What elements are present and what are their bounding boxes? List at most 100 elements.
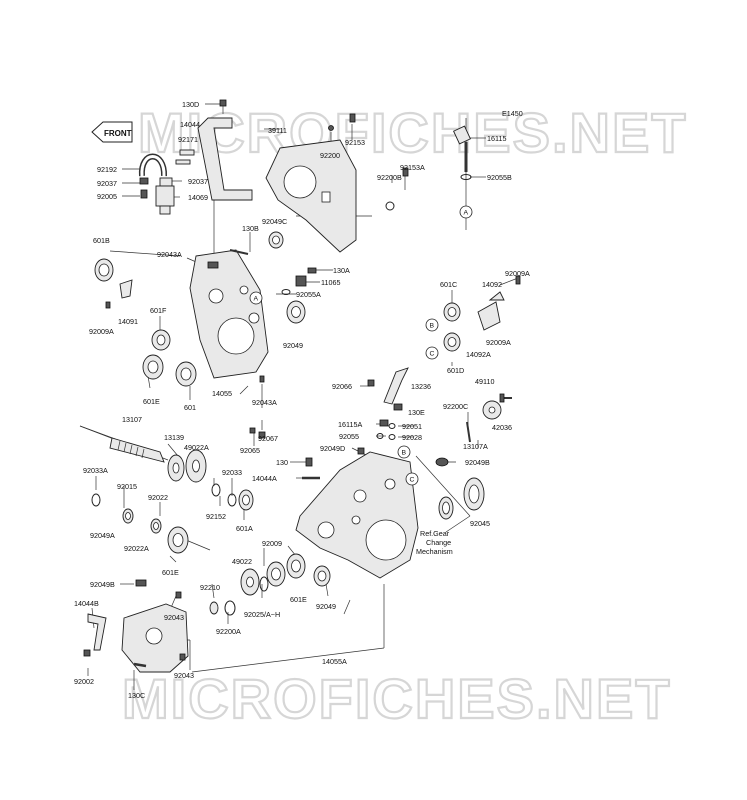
label-92028: 92028 [402,433,422,442]
seal-601d [443,332,461,352]
watermark-top: MICROFICHES.NET [138,101,688,164]
label-14044a: 14044A [252,474,277,483]
rings-92033-92152 [211,483,237,507]
diagram-code: E1450 [502,109,523,118]
label-92153: 92153 [345,138,365,147]
label-92049c: 92049C [262,217,287,226]
cover-bottom [121,579,189,673]
label-601c: 601C [440,280,457,289]
label-92015: 92015 [117,482,137,491]
label-130d: 130D [182,100,199,109]
bearing-92049 [286,300,306,324]
lever-13236 [367,367,409,411]
label-130a: 130A [333,266,350,275]
bolt-130b [229,249,249,255]
dipstick-16115 [453,125,472,180]
label-14055a: 14055A [322,657,347,666]
label-601e-a: 601E [143,397,160,406]
bearing-601e-b [167,526,189,554]
callout-b-2: B [397,445,411,459]
label-92152: 92152 [206,512,226,521]
label-14055: 14055 [212,389,232,398]
svg-text:A: A [464,210,469,217]
seal-601c [443,302,461,322]
rings-92033a-92015 [91,493,162,534]
svg-text:C: C [410,477,415,484]
label-92025: 92025/A~H [244,610,280,619]
label-14069: 14069 [188,193,208,202]
label-49110: 49110 [475,377,494,386]
label-92210: 92210 [200,583,220,592]
case-14055 [189,249,269,379]
label-92009a-r1: 92009A [505,269,530,278]
oil-seal-601b [94,258,114,282]
svg-text:B: B [402,450,407,457]
label-11065: 11065 [321,278,340,287]
pins-92067-92065 [249,375,266,439]
label-92037-a: 92037 [97,179,117,188]
label-92171: 92171 [178,135,198,144]
label-601e-b: 601E [162,568,179,577]
seal-92045 [463,477,485,511]
pin-130-14044a [302,457,320,480]
label-601e-c: 601E [290,595,307,604]
label-92066: 92066 [332,382,352,391]
label-92049b: 92049B [465,458,490,467]
label-601b: 601B [93,236,110,245]
label-92200a: 92200A [216,627,241,636]
label-92049: 92049 [283,341,303,350]
label-92192: 92192 [97,165,117,174]
bearing-601a [238,489,254,511]
label-14092: 14092 [482,280,502,289]
bracket-14092 [477,275,521,331]
ring-92049b [435,457,449,467]
label-49022: 49022 [232,557,252,566]
label-14092a: 14092A [466,350,491,359]
label-39111: 39111 [268,126,287,135]
bearing-601 [175,361,197,387]
bearings-92009-601e [266,553,331,587]
label-13107: 13107 [122,415,142,424]
callout-c-2: C [405,472,419,486]
gear-49022a [185,449,207,483]
label-92022a: 92022A [124,544,149,553]
label-14091: 14091 [118,317,138,326]
part-labels: 130D 14044 92171 92192 92037 92037 92005… [74,100,530,700]
small-parts-16115a [376,419,471,443]
bearing-601e-a [142,354,164,380]
label-92005: 92005 [97,192,117,201]
ref-gear-note: Ref.Gear Change Mechanism [416,529,453,556]
label-130b: 130B [242,224,259,233]
svg-text:Change: Change [426,538,451,547]
callout-b-1: B [425,318,439,332]
label-601a: 601A [236,524,253,533]
bolt-92153 [349,113,409,177]
callout-c-1: C [425,346,439,360]
label-601d: 601D [447,366,464,375]
svg-text:A: A [254,296,259,303]
hose-92192 [138,153,168,177]
label-92049a: 92049A [90,531,115,540]
label-92043a-b: 92043A [252,398,277,407]
label-16115: 16115 [487,134,506,143]
label-92049b-b: 92049B [90,580,115,589]
callout-a-2: A [459,205,473,219]
label-13107a: 13107A [463,442,488,451]
label-92009a-r2: 92009A [486,338,511,347]
label-14044: 14044 [180,120,200,129]
label-92009: 92009 [262,539,282,548]
svg-text:B: B [430,323,435,330]
svg-text:Mechanism: Mechanism [416,547,453,556]
label-92009a-l: 92009A [89,327,114,336]
bolts-130a-11065 [281,267,317,295]
label-92153a: 92153A [400,163,425,172]
seal-601f [151,329,171,351]
label-14044b: 14044B [74,599,99,608]
label-92200b: 92200B [377,173,402,182]
label-42036: 42036 [492,423,512,432]
label-92033a: 92033A [83,466,108,475]
svg-text:C: C [430,351,435,358]
label-92067: 92067 [258,434,278,443]
label-92043-a: 92043 [164,613,184,622]
label-92065: 92065 [240,446,260,455]
